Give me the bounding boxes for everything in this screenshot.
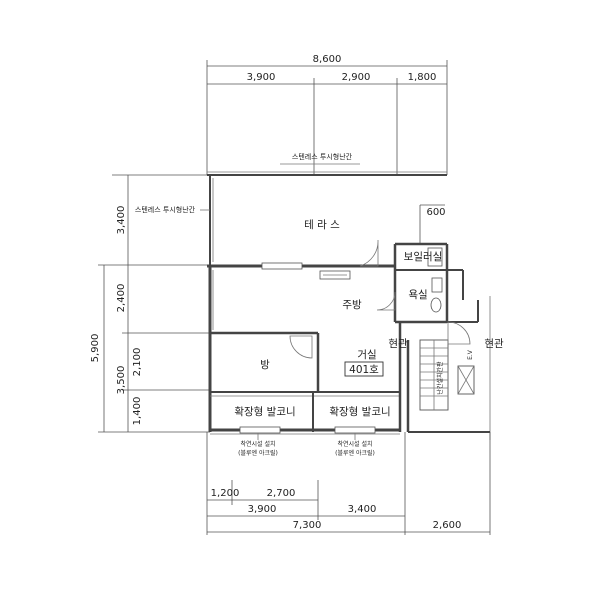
window-note-left-1: 착연시설 설치 bbox=[240, 440, 275, 448]
entrance-right-label: 현관 bbox=[484, 338, 504, 350]
window-note-left-2: (블루엔 아크릴) bbox=[238, 449, 278, 457]
dim-bottom-3900: 3,900 bbox=[248, 504, 277, 515]
balcony-right-label: 확장형 발코니 bbox=[329, 405, 390, 418]
unit-number-box bbox=[344, 361, 384, 377]
dim-bottom-1200: 1,200 bbox=[211, 488, 240, 499]
stair-vertical-label: 난간설치간판 bbox=[436, 361, 444, 395]
dim-bottom-7300: 7,300 bbox=[293, 520, 322, 531]
dim-mid-2400: 2,400 bbox=[116, 284, 127, 313]
entrance-left-label: 현관 bbox=[388, 338, 408, 350]
terrace-door-swing bbox=[359, 239, 379, 267]
dim-upper-3400: 3,400 bbox=[116, 206, 127, 235]
left-dimension-lines bbox=[98, 174, 210, 433]
kitchen-label: 주방 bbox=[342, 299, 362, 311]
dim-top-seg-2: 2,900 bbox=[342, 72, 371, 83]
bath-label: 욕실 bbox=[408, 289, 427, 301]
dim-bottom-3400: 3,400 bbox=[348, 504, 377, 515]
boiler-room-label: 보일러실 bbox=[404, 250, 443, 263]
room-door-swing bbox=[289, 335, 313, 359]
dim-lower-2100: 2,100 bbox=[132, 348, 143, 377]
bottom-dimension-lines bbox=[206, 432, 491, 535]
dim-bottom-2600: 2,600 bbox=[433, 520, 462, 531]
room-walls bbox=[208, 266, 320, 432]
right-exterior-wall bbox=[447, 269, 491, 440]
stair-side-label: E.V bbox=[467, 349, 474, 360]
dim-top-seg-3: 1,800 bbox=[408, 72, 437, 83]
unit-number: 401호 bbox=[349, 364, 379, 376]
dim-lower-1400: 1,400 bbox=[132, 397, 143, 426]
living-label: 거실 bbox=[357, 349, 376, 361]
railing-left-label: 스텐레스 투시형난간 bbox=[135, 205, 196, 214]
room-label: 방 bbox=[260, 359, 270, 371]
terrace-outline bbox=[207, 171, 447, 265]
dim-top-seg-1: 3,900 bbox=[247, 72, 276, 83]
dim-small-600: 600 bbox=[426, 207, 445, 218]
interior-top-wall bbox=[207, 262, 395, 280]
window-note-right-1: 착연시설 설치 bbox=[337, 440, 372, 448]
dim-overall-5900: 5,900 bbox=[90, 334, 101, 363]
railing-top-label: 스텐레스 투시형난간 bbox=[292, 152, 353, 161]
dim-bottom-2700: 2,700 bbox=[267, 488, 296, 499]
terrace-label: 테 라 스 bbox=[304, 219, 340, 231]
balcony-walls bbox=[210, 322, 402, 435]
dim-overall-width: 8,600 bbox=[313, 54, 342, 65]
bath-door-swing bbox=[376, 291, 396, 311]
entrance-stair bbox=[395, 321, 490, 433]
window-note-right-2: (블루엔 아크릴) bbox=[335, 449, 375, 457]
dim-lower-3500: 3,500 bbox=[116, 366, 127, 395]
balcony-left-label: 확장형 발코니 bbox=[234, 405, 295, 418]
top-dimension-lines bbox=[206, 60, 448, 245]
